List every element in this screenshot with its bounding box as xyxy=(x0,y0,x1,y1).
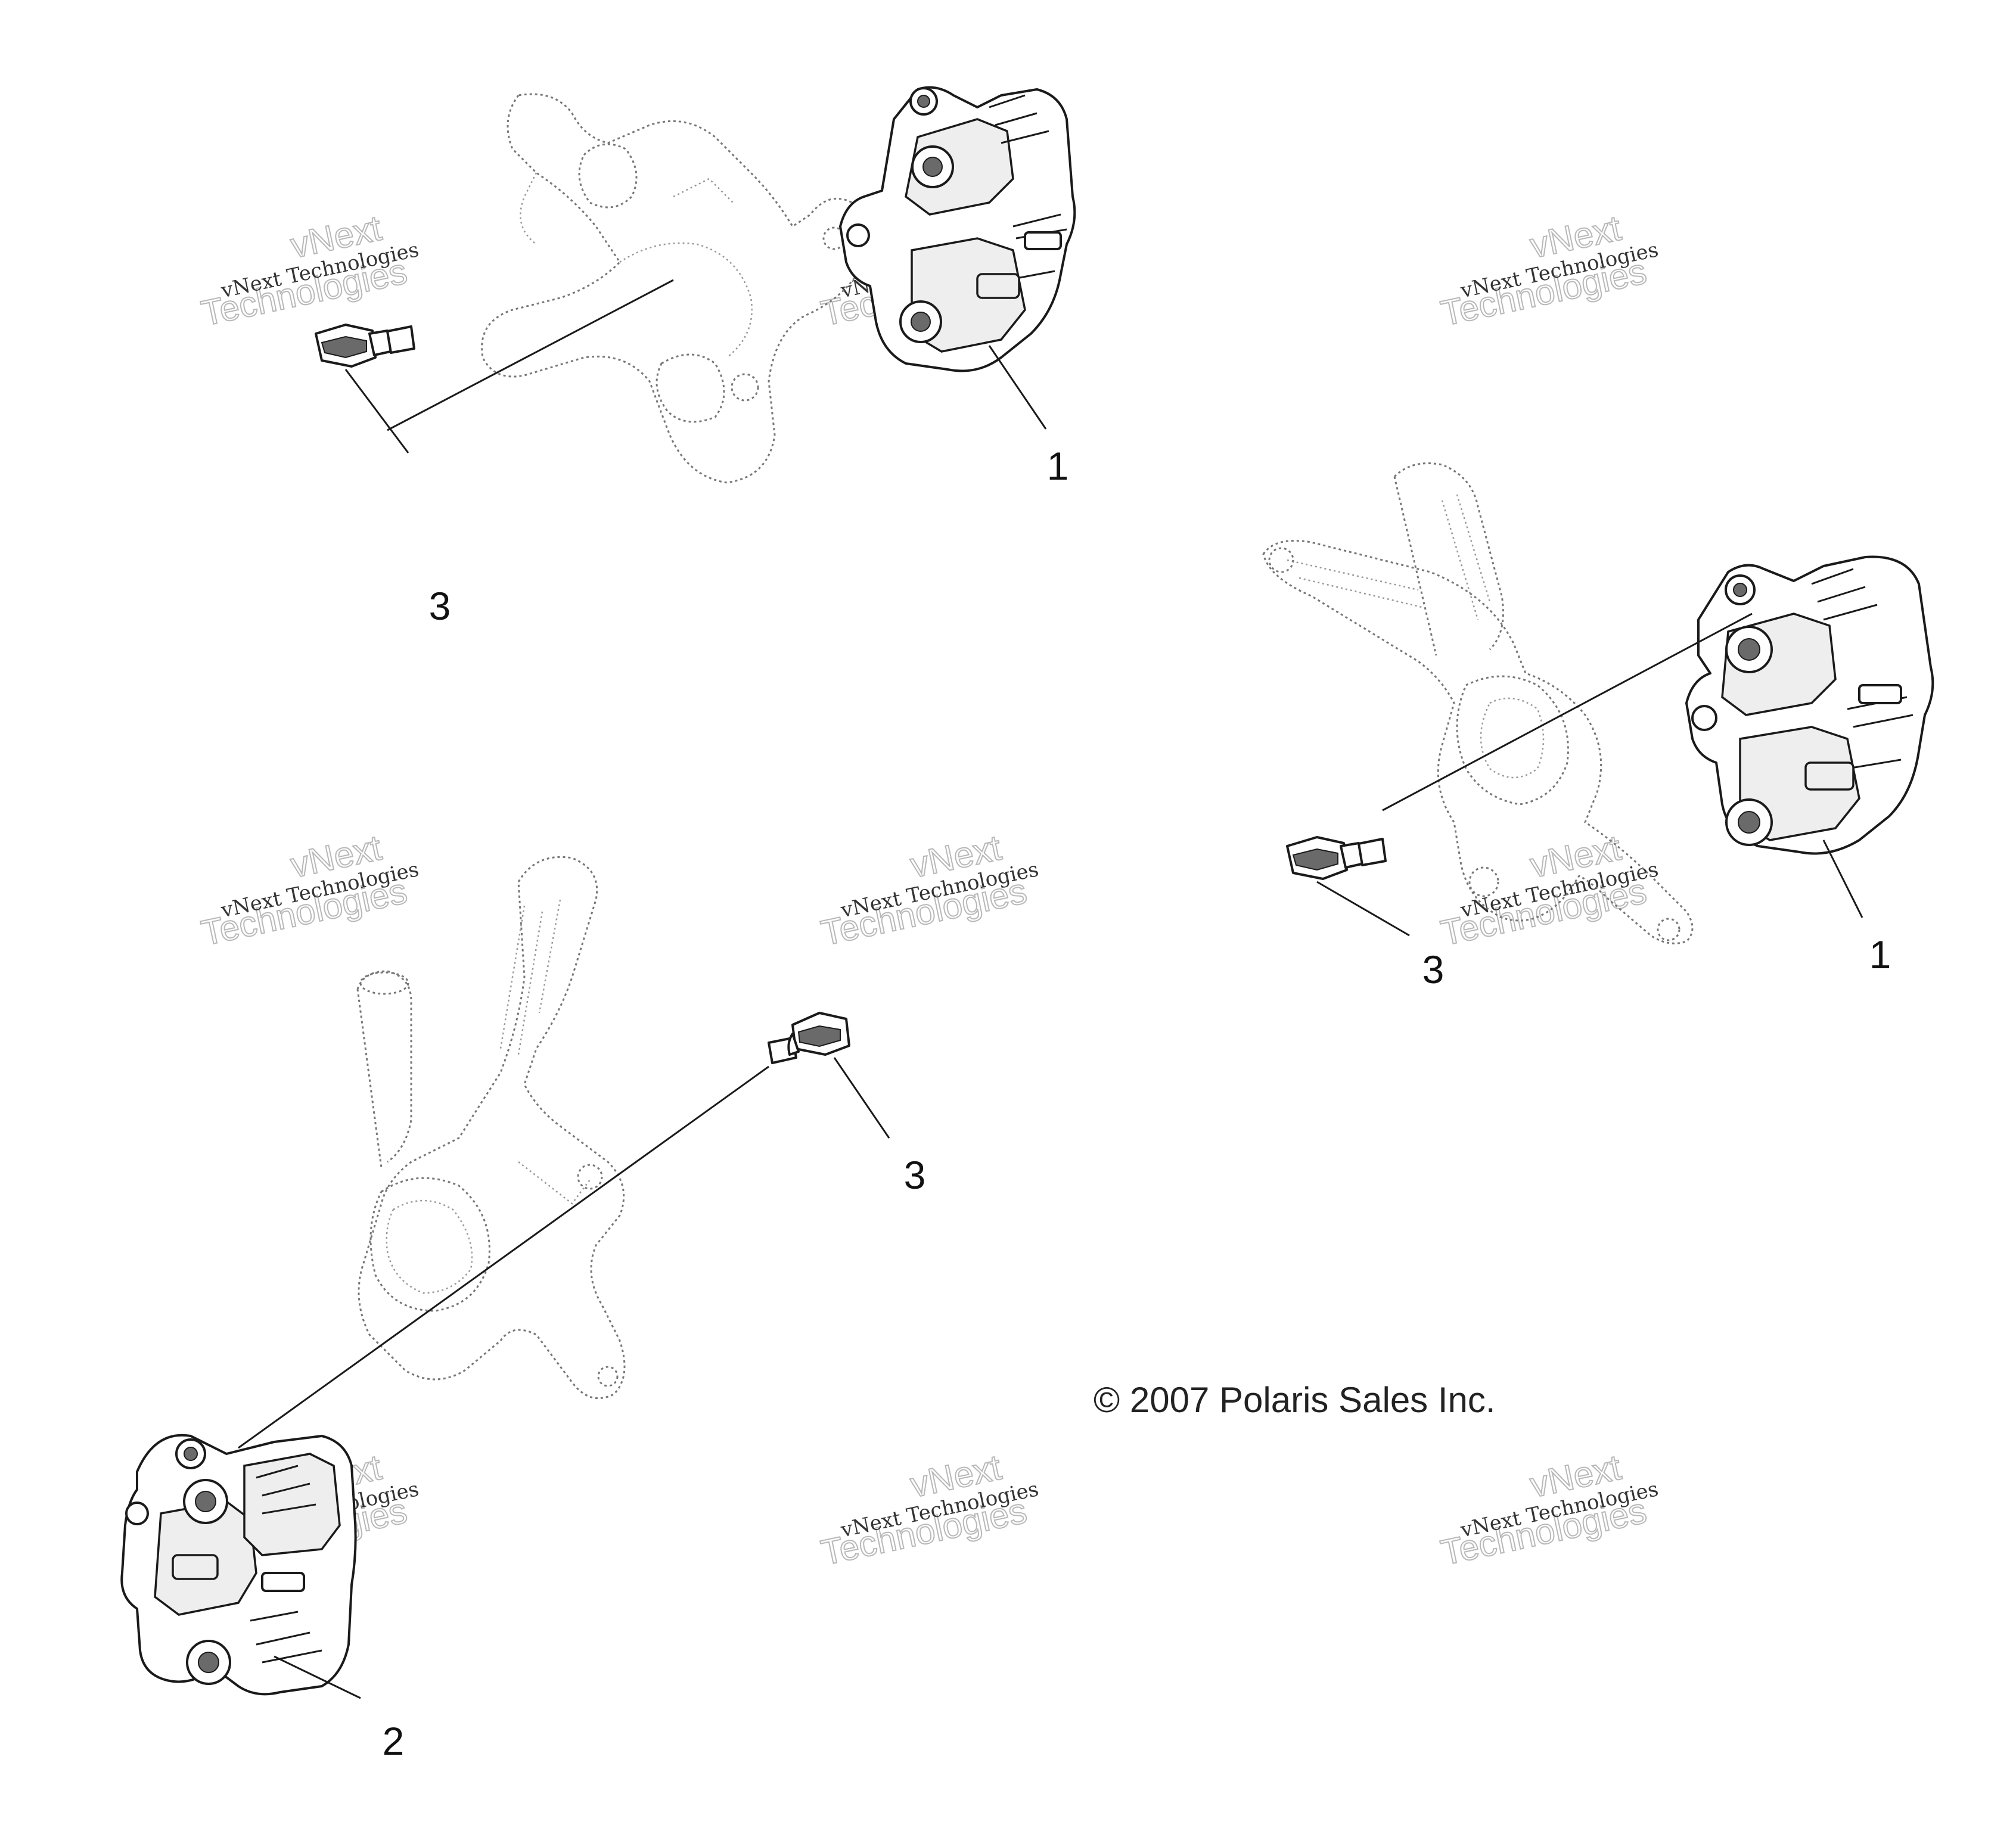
axis-line-top xyxy=(387,279,674,431)
knuckle-bottom xyxy=(356,856,626,1400)
watermark: Technologies vNext vNext Technologies xyxy=(817,1447,1040,1574)
callout-center-bolt: 3 xyxy=(904,1153,926,1197)
leader-right-bolt xyxy=(1316,881,1410,937)
knuckle-right xyxy=(1262,462,1694,944)
leader-top-bolt xyxy=(344,369,409,453)
watermark: Technologies vNext vNext Technologies xyxy=(817,827,1040,954)
knuckle-top-left xyxy=(481,93,869,484)
axis-line-right xyxy=(1382,613,1753,812)
watermark: Technologies vNext vNext Technologies xyxy=(1437,827,1660,954)
watermark: Technologies vNext vNext Technologies xyxy=(197,827,421,954)
watermarks: Technologies vNext vNext Technologies Te… xyxy=(197,207,1660,1574)
callout-right-bolt: 3 xyxy=(1422,947,1445,991)
leader-bottom-caliper xyxy=(274,1655,361,1699)
watermark: Technologies vNext vNext Technologies xyxy=(1437,1447,1660,1574)
brake-caliper-right xyxy=(1685,555,1934,855)
brake-caliper-top xyxy=(839,86,1076,372)
callout-right-caliper: 1 xyxy=(1869,932,1891,977)
bolt-center xyxy=(768,1012,850,1064)
brake-caliper-bottom xyxy=(120,1434,357,1696)
leader-center-bolt xyxy=(833,1057,890,1139)
callout-top-caliper: 1 xyxy=(1047,444,1069,488)
callout-top-bolt: 3 xyxy=(429,584,451,628)
leader-top-caliper xyxy=(988,345,1047,430)
axis-line-bottom xyxy=(238,1065,769,1449)
bolt-top-left xyxy=(315,324,415,368)
copyright-notice: © 2007 Polaris Sales Inc. xyxy=(1094,1380,1496,1420)
watermark: Technologies vNext vNext Technologies xyxy=(1437,207,1660,334)
leader-right-caliper xyxy=(1822,840,1863,918)
watermark: Technologies vNext vNext Technologies xyxy=(197,207,421,334)
bolt-right xyxy=(1286,836,1387,880)
callout-bottom-caliper: 2 xyxy=(383,1719,405,1763)
